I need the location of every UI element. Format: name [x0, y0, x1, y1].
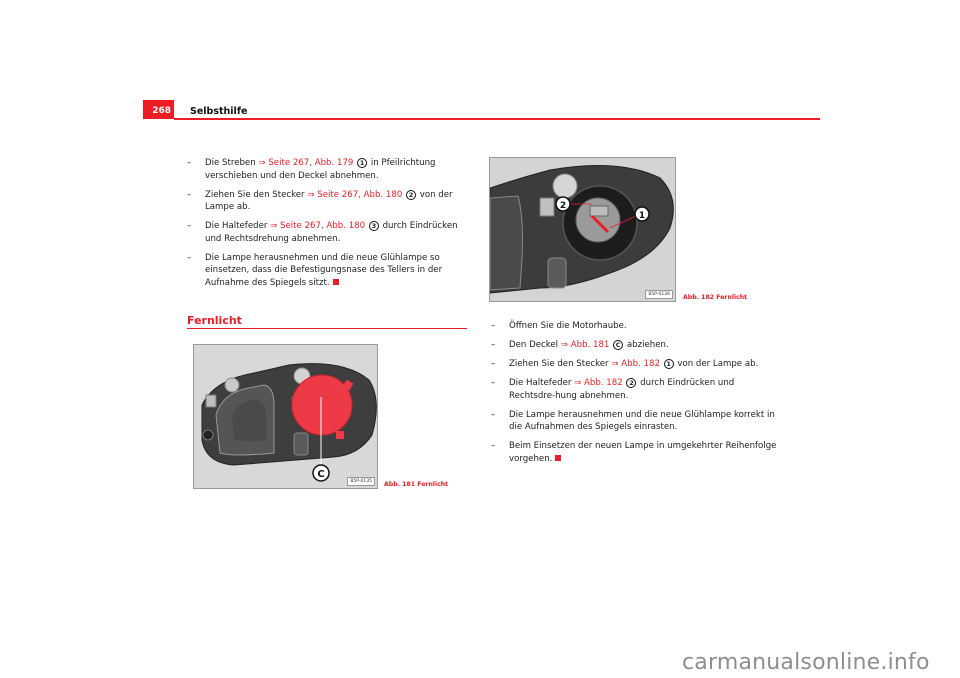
dash: –	[491, 409, 496, 420]
dash: –	[187, 221, 192, 231]
instruction-step: – Ziehen Sie den Stecker ⇒ Seite 267, Ab…	[187, 189, 453, 212]
left-instructions: – Die Streben ⇒ Seite 267, Abb. 179 1 in…	[187, 157, 472, 296]
dash: –	[491, 378, 496, 388]
callout-marker: 1	[663, 359, 674, 369]
instruction-step: – Die Lampe herausnehmen und die neue Gl…	[187, 252, 443, 288]
cross-reference-link[interactable]: ⇒ Abb. 182	[574, 378, 623, 388]
dash: –	[491, 441, 496, 451]
instruction-step: – Öffnen Sie die Motorhaube.	[491, 321, 627, 331]
watermark: carmanualsonline.info	[682, 650, 930, 675]
chapter-title: Selbsthilfe	[190, 106, 248, 117]
dash: –	[491, 321, 496, 331]
section-heading: Fernlicht	[187, 314, 242, 327]
svg-text:C: C	[317, 469, 324, 480]
dash: –	[491, 359, 496, 369]
figure-code: B5P-0136	[645, 290, 673, 299]
bulb-illustration: 2 1	[490, 158, 675, 301]
instruction-step: – Die Haltefeder ⇒ Abb. 182 2 durch Eind…	[491, 378, 735, 401]
header-divider	[174, 118, 820, 120]
dash: –	[187, 158, 192, 168]
instruction-step: – Die Streben ⇒ Seite 267, Abb. 179 1 in…	[187, 158, 436, 181]
figure-182-headlight-bulb: 2 1 B5P-0136	[489, 157, 676, 302]
instruction-step: – Beim Einsetzen der neuen Lampe in umge…	[491, 441, 777, 464]
cross-reference-link[interactable]: ⇒ Seite 267, Abb. 179	[258, 158, 354, 168]
cross-reference-link[interactable]: ⇒ Abb. 181	[560, 340, 610, 350]
end-of-section-marker	[332, 278, 339, 285]
callout-marker: 2	[406, 189, 417, 200]
page-number-tab	[143, 100, 174, 119]
callout-marker: C	[613, 340, 624, 350]
callout-marker: 2	[626, 378, 637, 388]
right-instructions: – Öffnen Sie die Motorhaube. – Den Decke…	[491, 320, 781, 472]
svg-text:2: 2	[560, 201, 566, 211]
figure-caption: Abb. 181 Fernlicht	[384, 481, 449, 488]
instruction-step: – Die Lampe herausnehmen und die neue Gl…	[491, 409, 775, 433]
cross-reference-link[interactable]: ⇒ Seite 267, Abb. 180	[307, 189, 403, 200]
instruction-step: – Die Haltefeder ⇒ Seite 267, Abb. 180 3…	[187, 221, 458, 244]
cross-reference-link[interactable]: ⇒ Abb. 182	[611, 359, 660, 369]
cross-reference-link[interactable]: ⇒ Seite 267, Abb. 180	[270, 221, 366, 231]
dash: –	[187, 252, 192, 263]
figure-181-headlight-rear: C B5P-0135	[193, 344, 378, 489]
instruction-step: – Ziehen Sie den Stecker ⇒ Abb. 182 1 vo…	[491, 359, 759, 369]
figure-code: B5P-0135	[347, 477, 375, 486]
figure-caption: Abb. 182 Fernlicht	[683, 294, 748, 301]
section-divider	[187, 328, 467, 330]
callout-marker: 1	[357, 158, 368, 168]
headlight-illustration: C	[194, 345, 377, 488]
dash: –	[491, 340, 496, 350]
dash: –	[187, 189, 192, 200]
instruction-step: – Den Deckel ⇒ Abb. 181 C abziehen.	[491, 340, 669, 350]
end-of-section-marker	[555, 454, 562, 461]
callout-marker: 3	[368, 221, 379, 231]
page-number: 268	[152, 106, 171, 116]
svg-text:1: 1	[639, 211, 645, 221]
